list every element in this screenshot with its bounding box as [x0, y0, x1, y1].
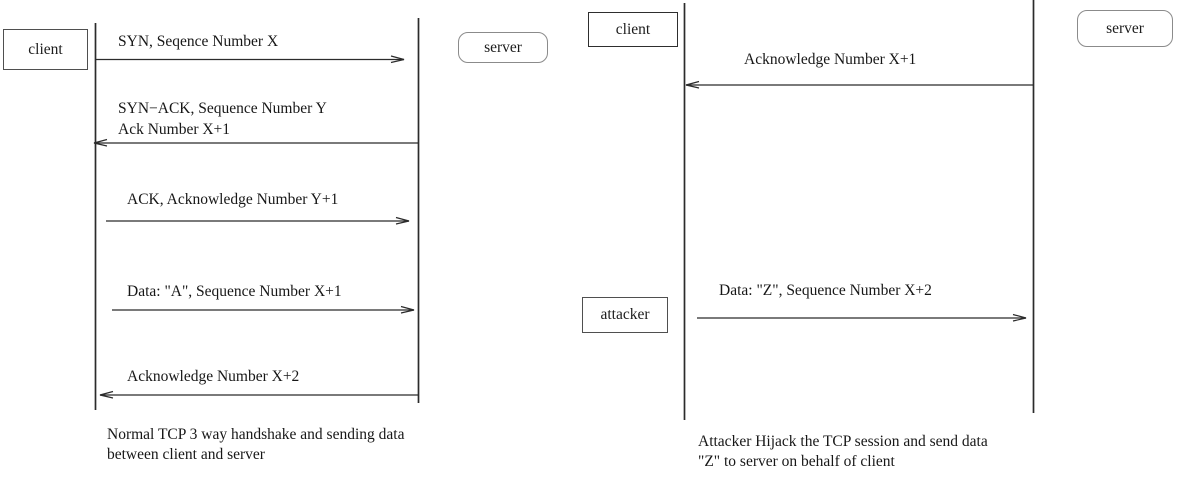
right-caption-line2: "Z" to server on behalf of client	[698, 452, 895, 470]
left-client-box: client	[3, 29, 88, 70]
data-z-message-label: Data: "Z", Sequence Number X+2	[719, 282, 932, 299]
left-server-box: server	[458, 32, 548, 63]
syn-message-label: SYN, Seqence Number X	[118, 33, 279, 50]
right-caption-line1: Attacker Hijack the TCP session and send…	[698, 433, 988, 450]
right-client-box: client	[588, 12, 678, 47]
data-a-message-label: Data: "A", Sequence Number X+1	[127, 283, 342, 300]
left-server-label: server	[484, 38, 522, 56]
data-z-arrow	[697, 313, 1027, 322]
ack-x2-message-label: Acknowledge Number X+2	[127, 368, 300, 385]
ack-message-label: ACK, Acknowledge Number Y+1	[127, 191, 339, 208]
right-client-label: client	[615, 20, 651, 38]
right-server-label: server	[1106, 19, 1144, 37]
left-caption: Normal TCP 3 way handshake and sending d…	[107, 425, 404, 464]
right-server-box: server	[1077, 10, 1173, 47]
attacker-box: attacker	[582, 297, 668, 333]
ack-x2-arrow	[99, 390, 418, 399]
data-a-arrow	[112, 305, 415, 314]
left-caption-line2: between client and server	[107, 445, 265, 463]
syn-arrow	[96, 55, 405, 64]
syn-ack-message-label-line1: SYN−ACK, Sequence Number Y	[118, 100, 327, 117]
ack-arrow	[106, 216, 410, 225]
right-caption: Attacker Hijack the TCP session and send…	[698, 432, 988, 471]
left-client-label: client	[28, 40, 63, 58]
syn-ack-arrow	[93, 138, 418, 147]
left-caption-line1: Normal TCP 3 way handshake and sending d…	[107, 426, 405, 443]
ack-x1-message-label: Acknowledge Number X+1	[744, 51, 917, 68]
attacker-label: attacker	[600, 306, 650, 323]
syn-ack-message-label-line2: Ack Number X+1	[118, 121, 231, 138]
ack-x1-arrow	[685, 80, 1033, 89]
